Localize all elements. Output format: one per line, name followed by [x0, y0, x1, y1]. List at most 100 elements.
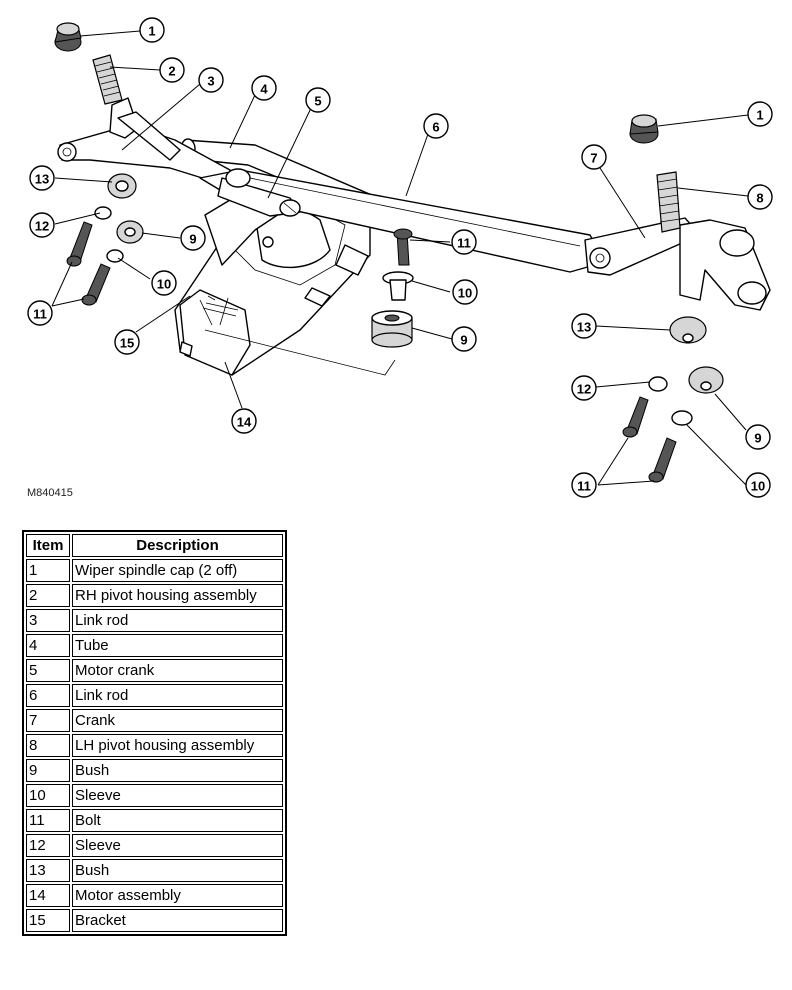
callout-circle: [139, 17, 165, 43]
callout-circle: [423, 113, 449, 139]
callout-circle: [747, 101, 773, 127]
callout-7: 7: [581, 144, 607, 170]
callout-number: 5: [314, 94, 321, 109]
callout-11: 11: [27, 300, 53, 326]
description-cell: Sleeve: [72, 784, 283, 807]
item-number-cell: 4: [26, 634, 70, 657]
callout-circle: [451, 326, 477, 352]
description-cell: Motor crank: [72, 659, 283, 682]
callout-14: 14: [231, 408, 257, 434]
callout-number: 13: [35, 172, 49, 187]
leader-lines: [51, 30, 749, 486]
description-cell: Bolt: [72, 809, 283, 832]
callout-10: 10: [745, 472, 771, 498]
item-number-cell: 11: [26, 809, 70, 832]
callout-number: 10: [458, 286, 472, 301]
callout-6: 6: [423, 113, 449, 139]
left-mount-hardware: [66, 173, 144, 306]
callout-number: 10: [751, 479, 765, 494]
description-cell: Bush: [72, 759, 283, 782]
callout-11: 11: [571, 472, 597, 498]
callout-5: 5: [305, 87, 331, 113]
callout-number: 11: [457, 236, 471, 251]
callout-circle: [180, 225, 206, 251]
item-number-cell: 10: [26, 784, 70, 807]
callout-3: 3: [198, 67, 224, 93]
callout-number: 7: [590, 151, 597, 166]
item-number-cell: 7: [26, 709, 70, 732]
callout-8: 8: [747, 184, 773, 210]
callout-4: 4: [251, 75, 277, 101]
callout-circle: [571, 313, 597, 339]
callout-1: 1: [139, 17, 165, 43]
item-number-cell: 6: [26, 684, 70, 707]
callout-2: 2: [159, 57, 185, 83]
item-number-cell: 5: [26, 659, 70, 682]
description-cell: Crank: [72, 709, 283, 732]
callout-12: 12: [571, 375, 597, 401]
description-cell: RH pivot housing assembly: [72, 584, 283, 607]
description-cell: Bush: [72, 859, 283, 882]
description-cell: Bracket: [72, 909, 283, 932]
centre-mount-hardware: [204, 228, 414, 376]
callout-circle: [29, 212, 55, 238]
item-number-cell: 13: [26, 859, 70, 882]
callout-circle: [159, 57, 185, 83]
figure-code: M840415: [27, 487, 73, 499]
item-number-cell: 3: [26, 609, 70, 632]
description-column-header: Description: [72, 534, 283, 557]
callout-circle: [452, 279, 478, 305]
callout-number: 8: [756, 191, 763, 206]
callout-circle: [747, 184, 773, 210]
callout-circle: [745, 472, 771, 498]
callout-9: 9: [180, 225, 206, 251]
table-header-row: Item Description: [26, 534, 283, 557]
callout-circle: [571, 472, 597, 498]
description-cell: Sleeve: [72, 834, 283, 857]
rh-pivot-housing-drawing: [92, 54, 181, 161]
callout-10: 10: [151, 270, 177, 296]
callout-circle: [745, 424, 771, 450]
item-number-cell: 12: [26, 834, 70, 857]
item-number-cell: 9: [26, 759, 70, 782]
callout-circle: [571, 375, 597, 401]
callout-circle: [27, 300, 53, 326]
callout-number: 15: [120, 336, 134, 351]
description-cell: Link rod: [72, 684, 283, 707]
callout-number: 13: [577, 320, 591, 335]
callout-circle: [251, 75, 277, 101]
callout-circle: [114, 329, 140, 355]
description-cell: Motor assembly: [72, 884, 283, 907]
callout-10: 10: [452, 279, 478, 305]
item-number-cell: 1: [26, 559, 70, 582]
callout-circle: [198, 67, 224, 93]
callout-number: 4: [260, 82, 268, 97]
item-number-cell: 8: [26, 734, 70, 757]
item-number-cell: 2: [26, 584, 70, 607]
callout-15: 15: [114, 329, 140, 355]
callout-circle: [451, 229, 477, 255]
callout-number: 9: [189, 232, 196, 247]
callout-number: 1: [148, 24, 155, 39]
lh-pivot-housing-drawing: [656, 171, 771, 311]
item-number-cell: 14: [26, 884, 70, 907]
callout-1: 1: [747, 101, 773, 127]
callout-circle: [29, 165, 55, 191]
callout-11: 11: [451, 229, 477, 255]
callout-12: 12: [29, 212, 55, 238]
